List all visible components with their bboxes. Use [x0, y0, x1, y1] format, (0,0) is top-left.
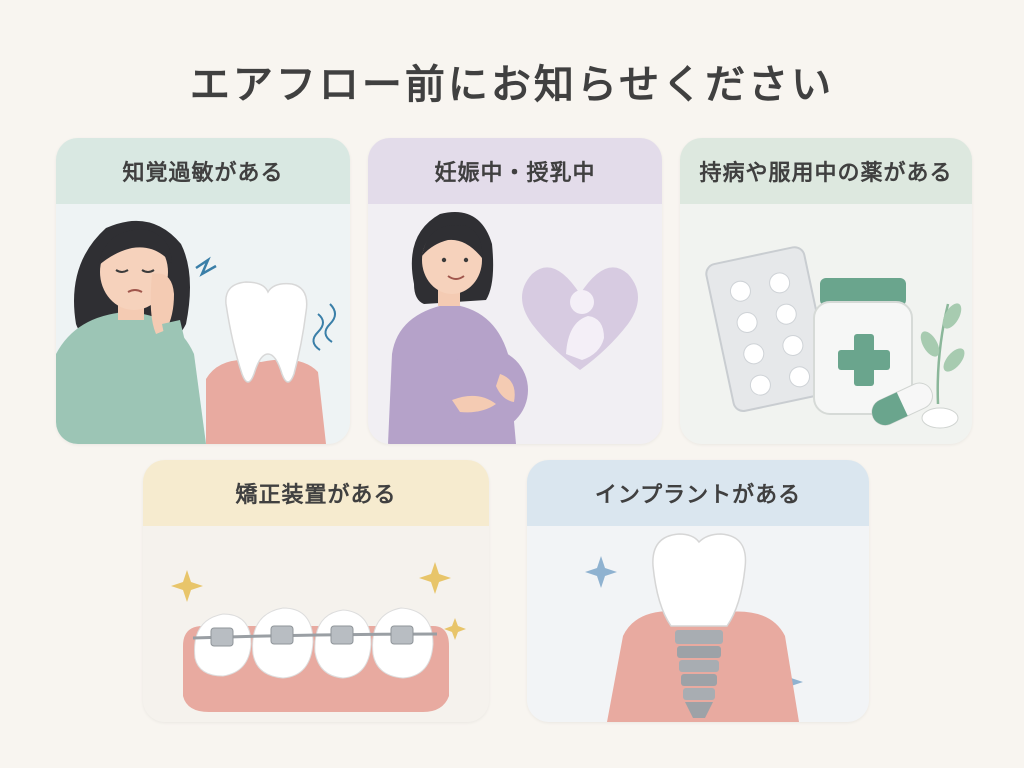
card-label-orthodontic-braces: 矯正装置がある	[143, 460, 489, 526]
card-label-pregnancy-breastfeeding: 妊娠中・授乳中	[368, 138, 662, 204]
card-label-chronic-illness-medication: 持病や服用中の薬がある	[680, 138, 972, 204]
card-orthodontic-braces: 矯正装置がある	[143, 460, 489, 722]
card-label-dental-implant: インプラントがある	[527, 460, 869, 526]
braces-icon	[143, 526, 489, 722]
toothache-person-icon	[56, 204, 350, 444]
card-chronic-illness-medication: 持病や服用中の薬がある	[680, 138, 972, 444]
dental-implant-icon	[527, 526, 869, 722]
medicine-icon	[680, 204, 972, 444]
page-title: エアフロー前にお知らせください	[189, 62, 835, 108]
pregnant-woman-icon	[368, 204, 662, 444]
card-pregnancy-breastfeeding: 妊娠中・授乳中	[368, 138, 662, 444]
card-label-tooth-sensitivity: 知覚過敏がある	[56, 138, 350, 204]
card-dental-implant: インプラントがある	[527, 460, 869, 722]
card-tooth-sensitivity: 知覚過敏がある	[56, 138, 350, 444]
